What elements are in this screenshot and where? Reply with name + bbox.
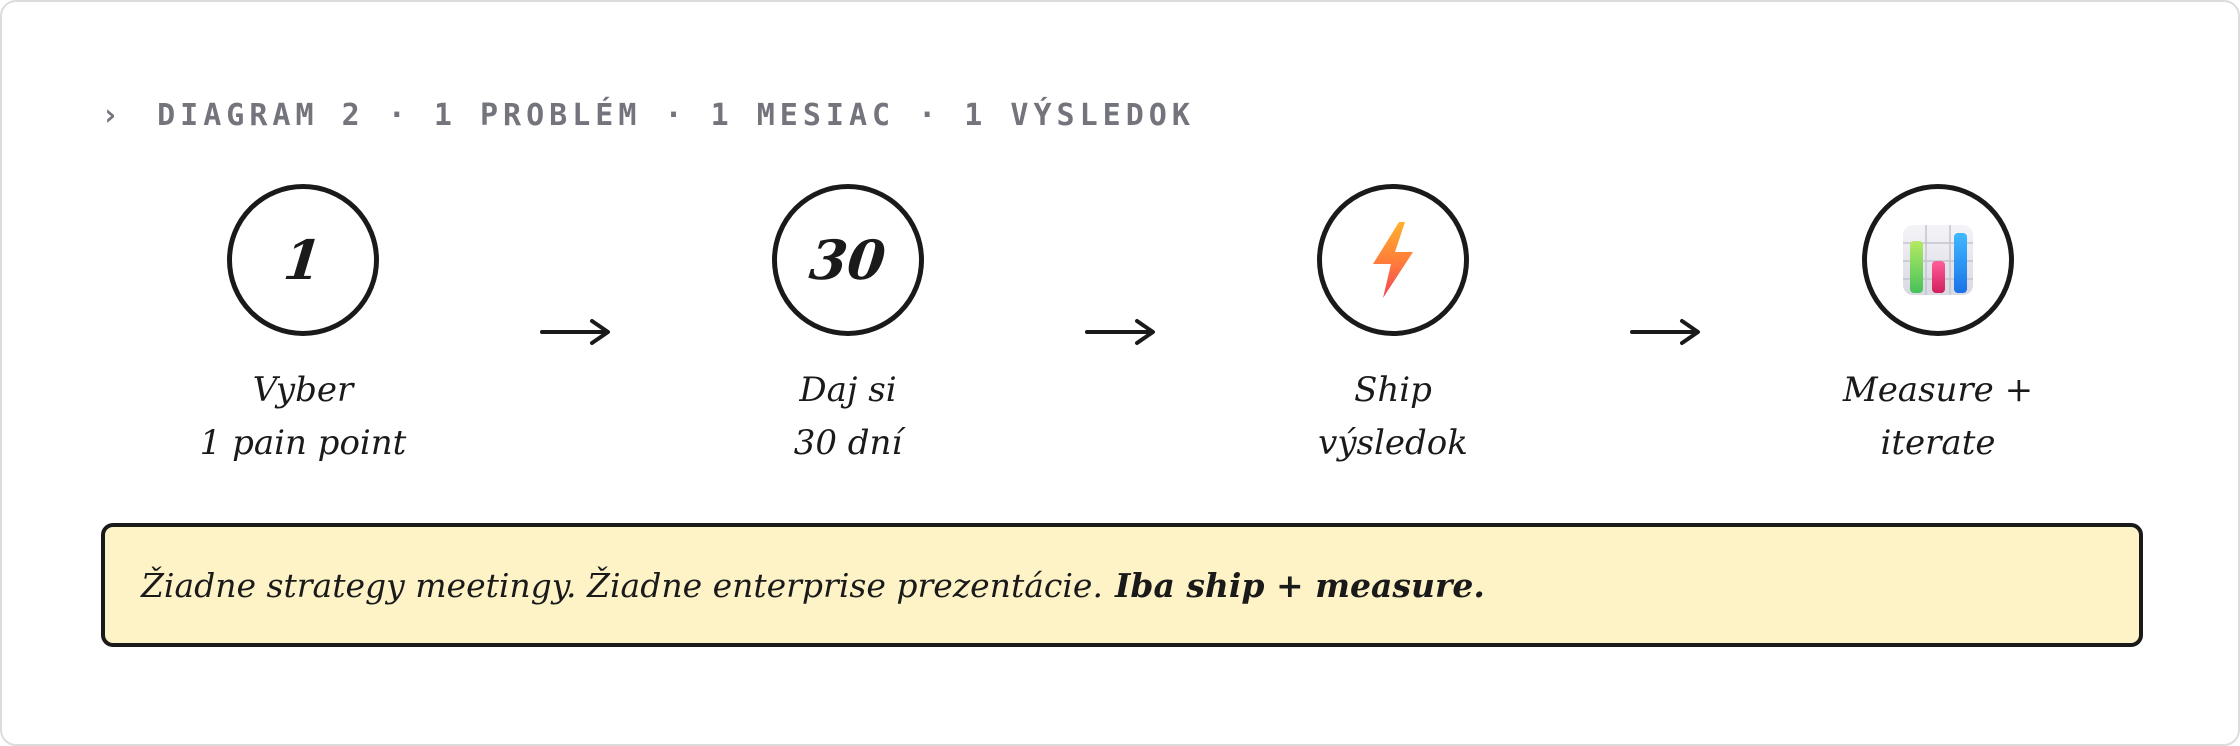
arrow-right-icon bbox=[540, 319, 610, 345]
arrow-right-icon bbox=[1085, 319, 1155, 345]
step-circle bbox=[1317, 184, 1469, 336]
step-label-line2: výsledok bbox=[1318, 423, 1468, 463]
step-label-line1: Ship bbox=[1354, 370, 1432, 410]
step-label-line1: Daj si bbox=[799, 370, 897, 410]
note-text: Žiadne strategy meetingy. Žiadne enterpr… bbox=[141, 565, 1103, 605]
step-label-line2: iterate bbox=[1880, 423, 1996, 463]
bar-chart-icon bbox=[1903, 225, 1973, 295]
caption-text: DIAGRAM 2 · 1 PROBLÉM · 1 MESIAC · 1 VÝS… bbox=[157, 98, 1195, 133]
step-label: Vyber 1 pain point bbox=[153, 364, 453, 470]
lightning-bolt-icon bbox=[1373, 222, 1413, 298]
step-number: 1 bbox=[280, 228, 326, 292]
step-thirty-days: 30 Daj si 30 dní bbox=[698, 184, 998, 470]
step-measure-iterate: Measure + iterate bbox=[1788, 184, 2088, 470]
step-label: Measure + iterate bbox=[1788, 364, 2088, 470]
step-label-line2: 30 dní bbox=[793, 423, 903, 463]
step-label-line1: Measure + bbox=[1842, 370, 2034, 410]
arrow-right-icon bbox=[1630, 319, 1700, 345]
step-label-line1: Vyber bbox=[252, 370, 354, 410]
note-emphasis: Iba ship + measure. bbox=[1114, 565, 1485, 605]
step-label-line2: 1 pain point bbox=[199, 423, 407, 463]
step-pick-pain-point: 1 Vyber 1 pain point bbox=[153, 184, 453, 470]
diagram-caption: › DIAGRAM 2 · 1 PROBLÉM · 1 MESIAC · 1 V… bbox=[101, 98, 1195, 133]
step-ship-result: Ship výsledok bbox=[1243, 184, 1543, 470]
step-number: 30 bbox=[807, 228, 889, 292]
step-label: Ship výsledok bbox=[1243, 364, 1543, 470]
step-circle: 1 bbox=[227, 184, 379, 336]
step-circle: 30 bbox=[772, 184, 924, 336]
chevron-right-icon: › bbox=[101, 98, 125, 133]
step-circle bbox=[1862, 184, 2014, 336]
step-label: Daj si 30 dní bbox=[698, 364, 998, 470]
takeaway-note: Žiadne strategy meetingy. Žiadne enterpr… bbox=[101, 523, 2143, 647]
